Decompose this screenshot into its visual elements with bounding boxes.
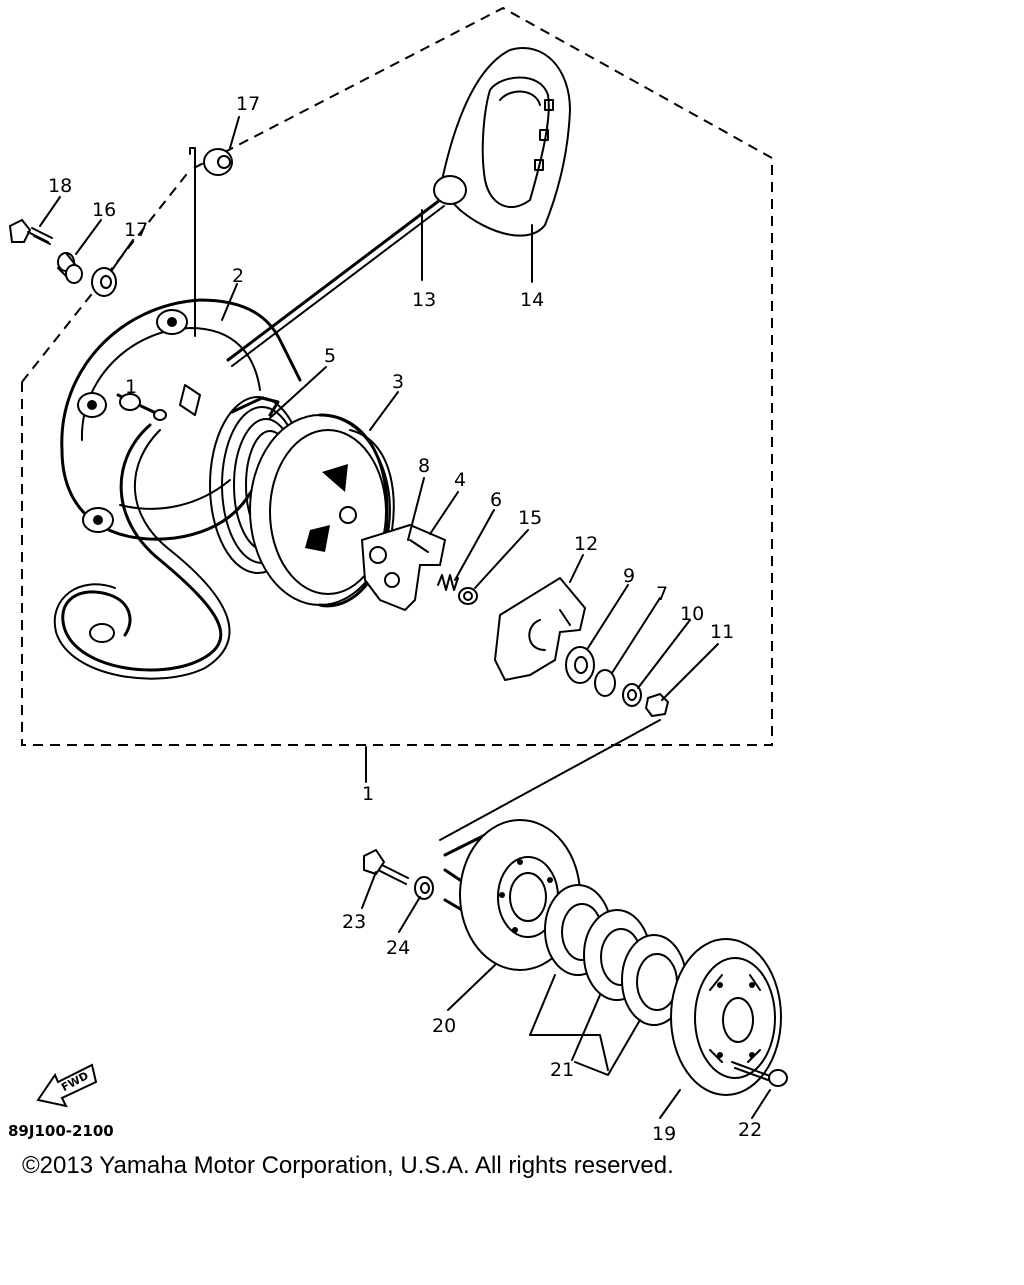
callout-17b: 17 [124, 219, 148, 241]
washer-9 [565, 646, 595, 684]
collar-16 [57, 252, 83, 284]
callout-15: 15 [518, 507, 542, 529]
callout-22: 22 [738, 1119, 762, 1141]
bolt-23 [363, 848, 409, 885]
callout-1: 1 [362, 783, 374, 805]
bolt-22 [731, 1061, 788, 1087]
callout-4: 4 [454, 469, 466, 491]
callout-9: 9 [623, 565, 635, 587]
bolt-18 [8, 218, 53, 245]
washer-7 [594, 669, 616, 697]
ratchet-pawl [360, 523, 447, 612]
callout-5: 5 [324, 345, 336, 367]
callout-24: 24 [386, 937, 410, 959]
callout-1-upper: 1 [125, 376, 137, 398]
drawing-code: 89J100-2100 [8, 1122, 114, 1140]
callout-16: 16 [92, 199, 116, 221]
grommet-17-lower [91, 267, 117, 297]
callout-12: 12 [574, 533, 598, 555]
cover-plate [670, 938, 782, 1096]
callout-19: 19 [652, 1123, 676, 1145]
callout-10: 10 [680, 603, 704, 625]
callout-18: 18 [48, 175, 72, 197]
callout-13: 13 [412, 289, 436, 311]
callout-7: 7 [656, 583, 668, 605]
starter-housing [60, 298, 302, 541]
pawl-spring [437, 574, 459, 591]
callout-14: 14 [520, 289, 544, 311]
starter-rope [226, 198, 442, 362]
copyright-notice: ©2013 Yamaha Motor Corporation, U.S.A. A… [22, 1152, 674, 1179]
fwd-arrow-icon: FWD [36, 1063, 98, 1108]
spacer-plates [544, 884, 687, 1026]
leader-lines [39, 116, 771, 1119]
washer-10 [622, 683, 642, 707]
washer-24 [414, 876, 434, 900]
callout-8: 8 [418, 455, 430, 477]
callout-23: 23 [342, 911, 366, 933]
callout-2: 2 [232, 265, 244, 287]
cable-end-fitting [89, 623, 115, 643]
callout-3: 3 [392, 371, 404, 393]
callout-17a: 17 [236, 93, 260, 115]
cable-loop [61, 423, 223, 672]
callout-20: 20 [432, 1015, 456, 1037]
assembly-boundary [21, 6, 773, 746]
callout-labels: 17 18 16 17 2 13 14 5 3 8 4 6 15 12 9 7 … [48, 93, 762, 1145]
grommet-17-upper [203, 148, 233, 176]
starter-handle [433, 47, 572, 237]
callout-6: 6 [490, 489, 502, 511]
friction-plate [493, 576, 587, 682]
callout-21: 21 [550, 1059, 574, 1081]
callout-11: 11 [710, 621, 734, 643]
collar-15 [458, 587, 478, 605]
assembly-boundary-left [21, 169, 191, 383]
